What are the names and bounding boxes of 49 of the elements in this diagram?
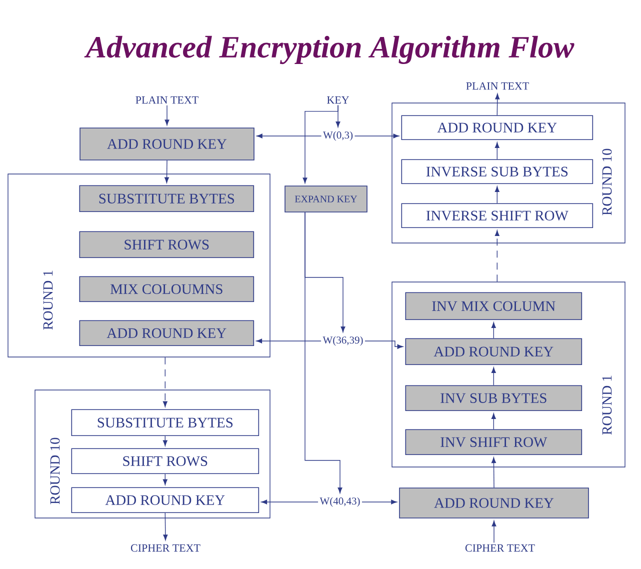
arrow	[492, 520, 496, 543]
flow-label: CIPHER TEXT	[130, 544, 200, 552]
process-box: INVERSE SUB BYTES	[401, 159, 594, 184]
arrow	[302, 104, 338, 184]
arrow	[364, 340, 404, 349]
process-box: SUBSTITUTE BYTES	[79, 185, 254, 212]
process-box: ADD ROUND KEY	[79, 320, 254, 346]
process-box: INVERSE SHIFT ROW	[401, 203, 594, 228]
flow-label: PLAIN TEXT	[136, 96, 198, 104]
arrow	[256, 134, 322, 138]
arrow	[164, 160, 170, 184]
arrow	[163, 512, 168, 540]
process-box: MIX COLOUMNS	[79, 276, 254, 302]
flow-label: CIPHER TEXT	[465, 544, 535, 552]
key-word-label: W(40,43)	[318, 496, 362, 508]
arrow	[162, 474, 168, 486]
arrow	[164, 104, 170, 126]
arrow	[495, 93, 500, 116]
process-box: EXPAND KEY	[284, 186, 368, 212]
process-box: ADD ROUND KEY	[401, 115, 594, 140]
arrow	[362, 500, 397, 504]
arrow	[491, 457, 496, 488]
process-box: ADD ROUND KEY	[399, 488, 589, 518]
arrow	[491, 413, 496, 430]
process-box: ADD ROUND KEY	[80, 128, 254, 160]
process-box: SHIFT ROWS	[79, 231, 254, 258]
flow-label: KEY	[327, 96, 350, 104]
key-word-label: W(0,3)	[322, 130, 355, 142]
key-word-label: W(36,39)	[321, 334, 365, 348]
arrow	[256, 338, 322, 344]
title: Advanced Encryption Algorithm Flow	[84, 36, 574, 64]
process-box: INV SHIFT ROW	[405, 429, 582, 456]
arrow	[261, 500, 318, 504]
process-box: ADD ROUND KEY	[405, 338, 582, 366]
arrow	[162, 436, 168, 446]
arrow	[494, 186, 500, 204]
arrow	[494, 142, 500, 160]
arrow	[354, 134, 400, 138]
arrow	[491, 322, 496, 339]
arrow	[491, 367, 496, 386]
process-box: SHIFT ROWS	[71, 448, 260, 474]
arrow	[304, 212, 342, 494]
flow-label: PLAIN TEXT	[466, 82, 529, 90]
arrow	[162, 357, 168, 408]
process-box: INV MIX COLUMN	[405, 292, 582, 320]
process-box: SUBSTITUTE BYTES	[71, 409, 260, 436]
process-box: INV SUB BYTES	[405, 385, 582, 412]
process-box: ADD ROUND KEY	[71, 487, 260, 514]
arrow	[494, 230, 500, 282]
